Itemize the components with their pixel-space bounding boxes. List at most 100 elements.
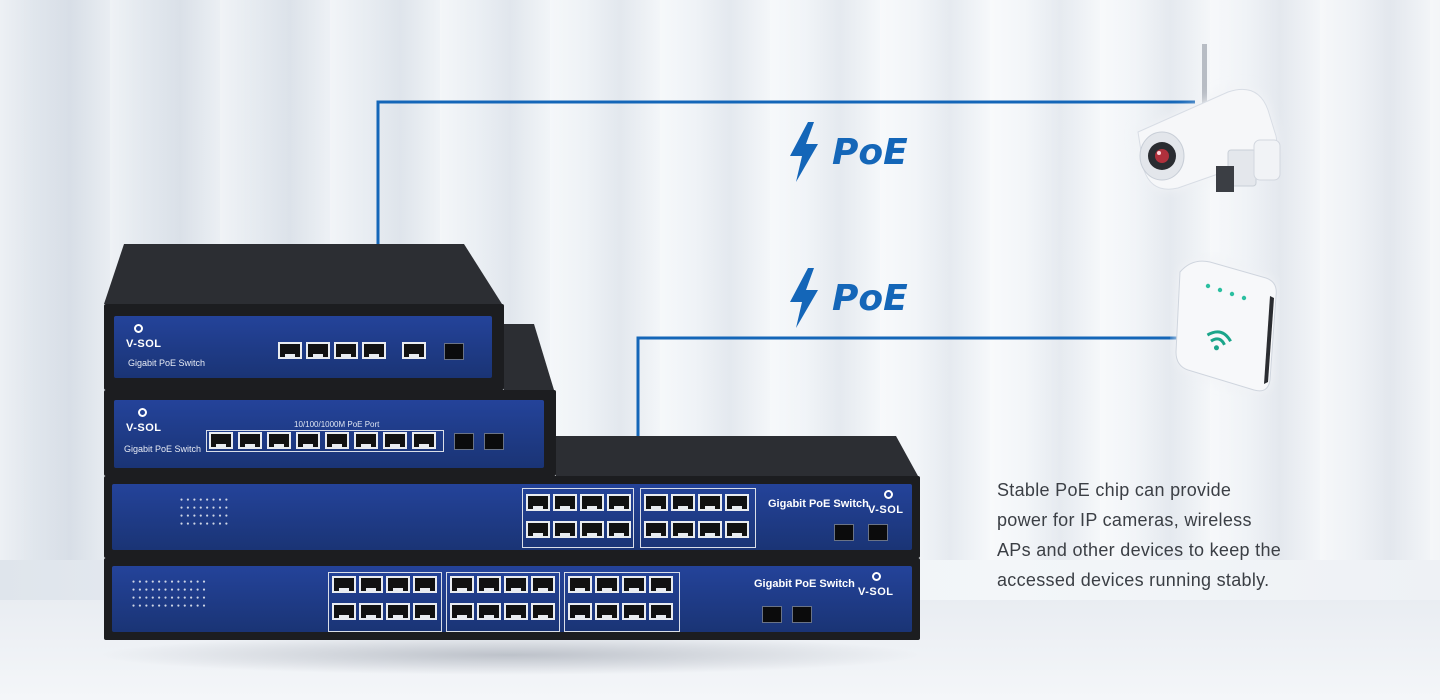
ethernet-port[interactable] (412, 432, 436, 449)
ethernet-port[interactable] (359, 603, 383, 620)
switch-8port: V-SOL Gigabit PoE Switch 10/100/1000M Po… (104, 324, 556, 476)
ethernet-port[interactable] (386, 603, 410, 620)
ethernet-port[interactable] (531, 576, 555, 593)
model-name: Gigabit PoE Switch (768, 498, 869, 510)
lightning-icon (790, 122, 818, 182)
description-line: power for IP cameras, wireless (997, 510, 1252, 530)
ethernet-port[interactable] (413, 603, 437, 620)
ethernet-port[interactable] (622, 576, 646, 593)
switch-top-surface (556, 436, 918, 476)
ethernet-port[interactable] (649, 603, 673, 620)
feature-description: Stable PoE chip can provide power for IP… (997, 475, 1317, 595)
poe-text: PoE (832, 131, 908, 173)
wifi-icon (1206, 330, 1232, 351)
ethernet-port[interactable] (477, 576, 501, 593)
ethernet-port[interactable] (531, 603, 555, 620)
poe-label-bottom: PoE (786, 268, 908, 328)
ethernet-port[interactable] (595, 576, 619, 593)
ethernet-port[interactable] (526, 494, 550, 511)
ethernet-port[interactable] (450, 603, 474, 620)
ethernet-port[interactable] (209, 432, 233, 449)
ethernet-port[interactable] (580, 494, 604, 511)
ethernet-port[interactable] (607, 521, 631, 538)
ethernet-port[interactable] (649, 576, 673, 593)
wireless-ap (1175, 260, 1277, 392)
ethernet-port[interactable] (450, 576, 474, 593)
ethernet-port[interactable] (725, 521, 749, 538)
ethernet-port[interactable] (553, 494, 577, 511)
port-block (328, 572, 442, 632)
brand-name: V-SOL (858, 586, 894, 598)
switch-front-panel: ● ● ● ● ● ● ● ●● ● ● ● ● ● ● ●● ● ● ● ● … (112, 484, 912, 550)
port-block (522, 488, 634, 548)
ethernet-port[interactable] (568, 603, 592, 620)
lightning-icon (790, 268, 818, 328)
ethernet-port[interactable] (332, 603, 356, 620)
ethernet-port[interactable] (568, 576, 592, 593)
sfp-port[interactable] (792, 606, 812, 623)
ethernet-port[interactable] (296, 432, 320, 449)
port-block (446, 572, 560, 632)
brand-name: V-SOL (126, 338, 162, 350)
brand-logo-icon (872, 572, 881, 581)
ethernet-port[interactable] (325, 432, 349, 449)
port-block (564, 572, 680, 632)
description-line: APs and other devices to keep the (997, 540, 1282, 560)
ethernet-port[interactable] (354, 432, 378, 449)
ethernet-port[interactable] (671, 494, 695, 511)
brand-logo-icon (134, 324, 143, 333)
ethernet-port[interactable] (334, 342, 358, 359)
switch-small: V-SOL Gigabit PoE Switch (104, 244, 504, 390)
description-line: Stable PoE chip can provide (997, 480, 1232, 500)
ethernet-port[interactable] (306, 342, 330, 359)
sfp-port[interactable] (484, 433, 504, 450)
ethernet-port[interactable] (644, 521, 668, 538)
ethernet-port[interactable] (622, 603, 646, 620)
ethernet-port[interactable] (278, 342, 302, 359)
ethernet-port[interactable] (698, 494, 722, 511)
ethernet-port[interactable] (413, 576, 437, 593)
switch-16port: ● ● ● ● ● ● ● ●● ● ● ● ● ● ● ●● ● ● ● ● … (104, 436, 920, 558)
model-name: Gigabit PoE Switch (754, 578, 855, 590)
switch-top-surface (504, 324, 554, 390)
ethernet-port[interactable] (553, 521, 577, 538)
port-block (206, 430, 444, 452)
sfp-port[interactable] (444, 343, 464, 360)
ethernet-port[interactable] (362, 342, 386, 359)
sfp-port[interactable] (454, 433, 474, 450)
poe-text: PoE (832, 277, 908, 319)
switch-front-panel: ● ● ● ● ● ● ● ● ● ● ● ●● ● ● ● ● ● ● ● ●… (112, 566, 912, 632)
ethernet-port[interactable] (238, 432, 262, 449)
ethernet-port[interactable] (698, 521, 722, 538)
ethernet-port[interactable] (267, 432, 291, 449)
brand-name: V-SOL (868, 504, 904, 516)
ethernet-port[interactable] (383, 432, 407, 449)
uplink-port[interactable] (402, 342, 426, 359)
led-indicator-grid: ● ● ● ● ● ● ● ●● ● ● ● ● ● ● ●● ● ● ● ● … (180, 497, 229, 527)
ethernet-port[interactable] (580, 521, 604, 538)
ethernet-port[interactable] (477, 603, 501, 620)
ethernet-port[interactable] (595, 603, 619, 620)
port-block (640, 488, 756, 548)
sfp-port[interactable] (762, 606, 782, 623)
model-name: Gigabit PoE Switch (124, 444, 202, 454)
led-indicator-grid: ● ● ● ● ● ● ● ● ● ● ● ●● ● ● ● ● ● ● ● ●… (132, 579, 207, 609)
ethernet-port[interactable] (644, 494, 668, 511)
ethernet-port[interactable] (671, 521, 695, 538)
ethernet-port[interactable] (526, 521, 550, 538)
ip-camera (1137, 44, 1281, 192)
sfp-port[interactable] (868, 524, 888, 541)
ethernet-port[interactable] (725, 494, 749, 511)
ethernet-port[interactable] (504, 576, 528, 593)
ethernet-port[interactable] (504, 603, 528, 620)
port-label: 10/100/1000M PoE Port (294, 420, 380, 429)
ethernet-port[interactable] (359, 576, 383, 593)
ethernet-port[interactable] (332, 576, 356, 593)
description-line: accessed devices running stably. (997, 570, 1270, 590)
sfp-port[interactable] (834, 524, 854, 541)
ethernet-port[interactable] (386, 576, 410, 593)
switch-top-surface (104, 244, 502, 304)
ethernet-port[interactable] (607, 494, 631, 511)
brand-logo-icon (884, 490, 893, 499)
brand-logo-icon (138, 408, 147, 417)
